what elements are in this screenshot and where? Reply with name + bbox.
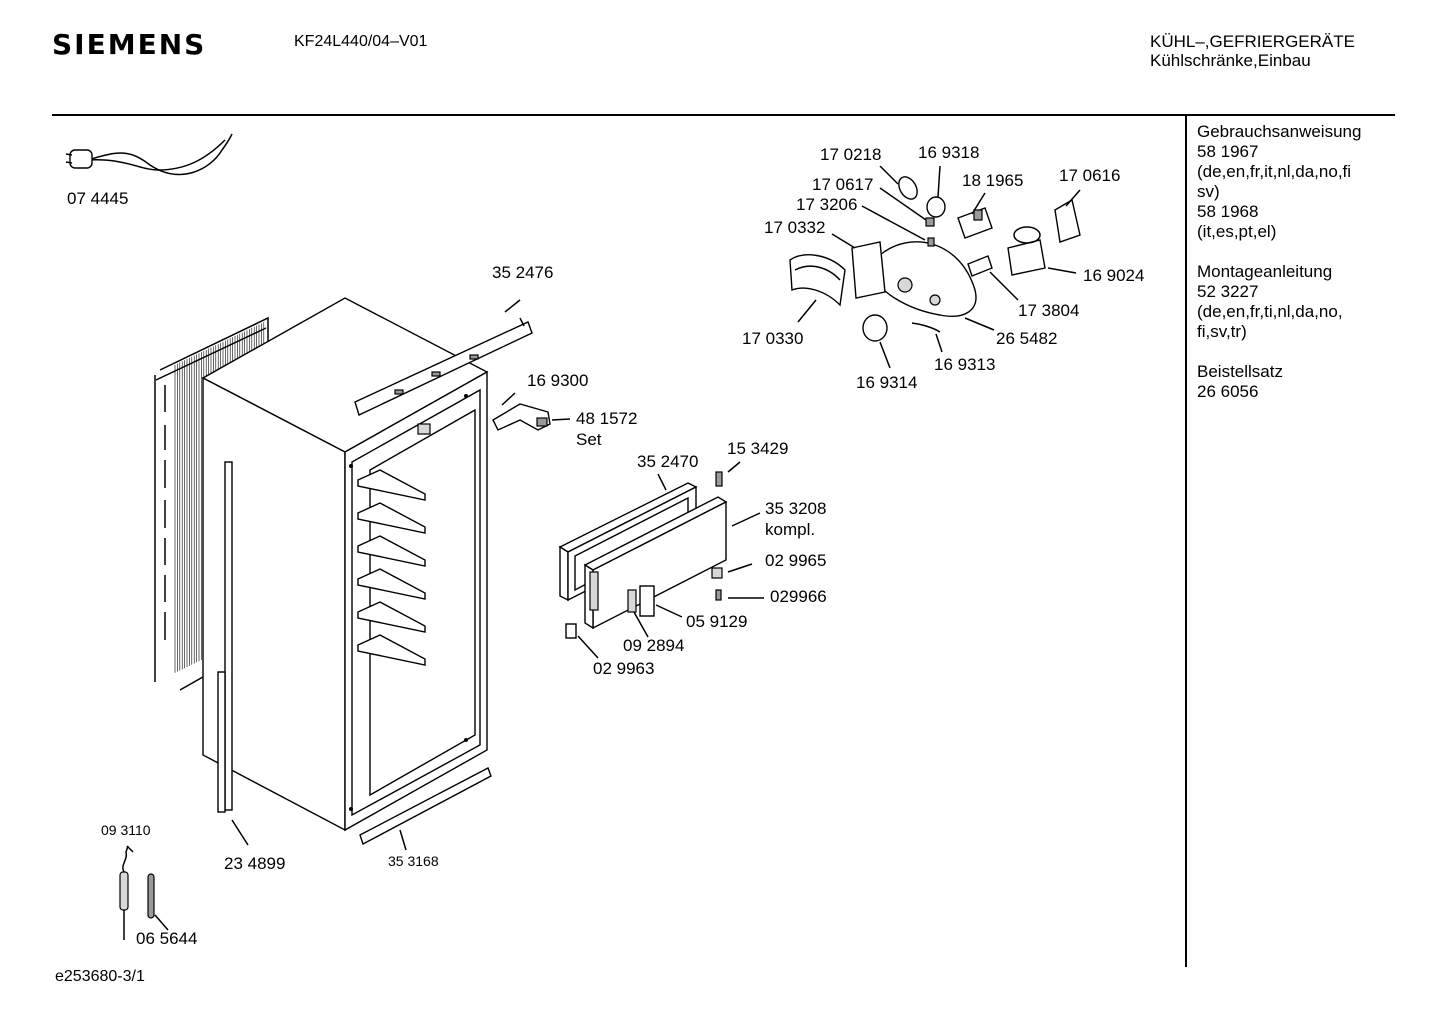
doc-line: Gebrauchsanweisung xyxy=(1197,122,1362,141)
bulb-drawing xyxy=(898,176,946,247)
doc-line: 52 3227 xyxy=(1197,282,1259,301)
label-part: 17 0616 xyxy=(1059,166,1121,185)
doc-block-user-manual: Gebrauchsanweisung 58 1967 (de,en,fr,it,… xyxy=(1197,122,1387,242)
doc-line: (de,en,fr,it,nl,da,no,fi xyxy=(1197,162,1352,181)
category-line-1: KÜHL–,GEFRIERGERÄTE xyxy=(1150,32,1355,51)
label-part: 35 3208 xyxy=(765,499,827,518)
label-part: 02 9963 xyxy=(593,659,655,678)
label-part: 06 5644 xyxy=(136,929,198,948)
label-part: 16 9313 xyxy=(934,355,996,374)
doc-line: 58 1968 xyxy=(1197,202,1259,221)
brand-logo: SIEMENS xyxy=(52,28,207,61)
label-part: 029966 xyxy=(770,587,827,606)
label-part: 16 9300 xyxy=(527,371,589,390)
doc-block-installation: Montageanleitung 52 3227 (de,en,fr,ti,nl… xyxy=(1197,262,1387,342)
leader-lines xyxy=(126,165,1081,931)
doc-line: (de,en,fr,ti,nl,da,no, xyxy=(1197,302,1343,321)
label-part: 35 3168 xyxy=(388,853,439,869)
label-part: 17 3804 xyxy=(1018,301,1080,320)
label-part: 35 2470 xyxy=(637,452,699,471)
drawing-code: e253680-3/1 xyxy=(55,968,145,985)
doc-line: sv) xyxy=(1197,182,1220,201)
header-rule xyxy=(52,114,1395,116)
category-line-2: Kühlschränke,Einbau xyxy=(1150,51,1311,70)
top-hinge-bar-drawing xyxy=(354,317,533,416)
label-part: 17 0218 xyxy=(820,145,882,164)
label-part: 17 0332 xyxy=(764,218,826,237)
label-part: 07 4445 xyxy=(67,189,129,208)
label-part: 23 4899 xyxy=(224,854,286,873)
label-part: 26 5482 xyxy=(996,329,1058,348)
label-part: 17 3206 xyxy=(796,195,858,214)
exploded-view-drawing xyxy=(65,133,1081,940)
label-part: 09 3110 xyxy=(101,822,151,838)
thermostat-drawing xyxy=(967,198,1081,277)
label-part: 05 9129 xyxy=(686,612,748,631)
power-cord-drawing xyxy=(65,133,233,176)
label-part: 02 9965 xyxy=(765,551,827,570)
sidebar-rule xyxy=(1185,114,1187,967)
label-part: 09 2894 xyxy=(623,636,685,655)
label-part: 35 2476 xyxy=(492,263,554,282)
category-heading: KÜHL–,GEFRIERGERÄTE Kühlschränke,Einbau xyxy=(1150,32,1355,70)
label-part: 16 9024 xyxy=(1083,266,1145,285)
label-part: 15 3429 xyxy=(727,439,789,458)
documents-sidebar: Gebrauchsanweisung 58 1967 (de,en,fr,it,… xyxy=(1197,122,1387,422)
label-part: 16 9314 xyxy=(856,373,918,392)
doc-line: Beistellsatz xyxy=(1197,362,1283,381)
sensor-drawing xyxy=(119,845,155,940)
label-set: Set xyxy=(576,430,602,449)
doc-line: (it,es,pt,el) xyxy=(1197,222,1277,241)
label-part: 17 0330 xyxy=(742,329,804,348)
doc-line: Montageanleitung xyxy=(1197,262,1333,281)
trim-strip-drawing xyxy=(217,671,226,813)
cabinet-drawing xyxy=(201,297,489,832)
label-part: 16 9318 xyxy=(918,143,980,162)
doc-line: fi,sv,tr) xyxy=(1197,322,1247,341)
label-part: 48 1572 xyxy=(576,409,638,428)
model-number: KF24L440/04–V01 xyxy=(294,33,428,50)
hinge-bracket-drawing xyxy=(417,403,551,435)
door-drawing xyxy=(558,471,728,639)
lamp-thermostat-assembly-drawing xyxy=(789,176,1081,342)
doc-line: 26 6056 xyxy=(1197,382,1259,401)
bottom-strip-drawing xyxy=(359,767,492,846)
label-part: 17 0617 xyxy=(812,175,874,194)
label-kompl: kompl. xyxy=(765,520,816,539)
doc-line: 58 1967 xyxy=(1197,142,1259,161)
label-part: 18 1965 xyxy=(962,171,1024,190)
doc-block-kit: Beistellsatz 26 6056 xyxy=(1197,362,1387,402)
lamp-socket-drawing xyxy=(957,207,993,239)
